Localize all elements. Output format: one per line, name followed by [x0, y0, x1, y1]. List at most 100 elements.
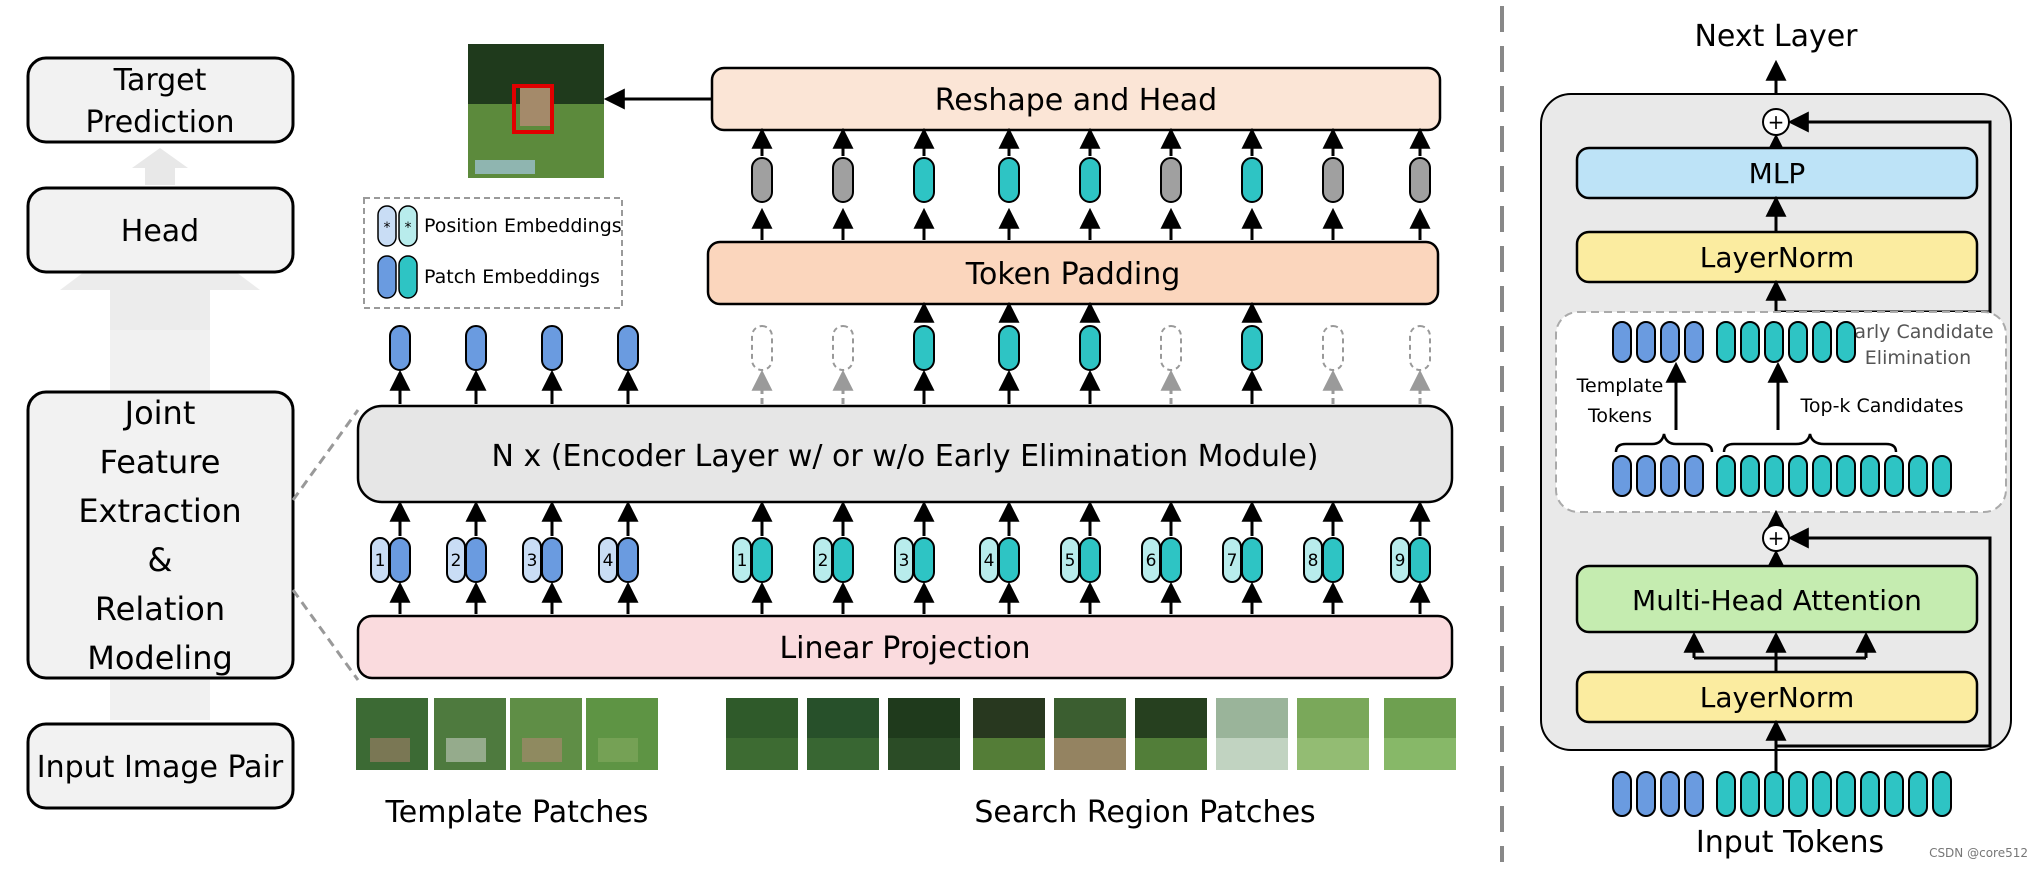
search-patch-embedding	[832, 537, 854, 583]
search-patch-detail	[1216, 738, 1288, 770]
padded-token	[751, 157, 773, 203]
candidate-token	[1788, 455, 1808, 497]
search-patch-embedding	[1160, 537, 1182, 583]
search-position-number: 3	[899, 551, 910, 571]
reshape-head-label: Reshape and Head	[935, 83, 1217, 118]
search-output-token	[998, 325, 1020, 371]
target-prediction-box	[26, 56, 295, 144]
reshape-head-box	[710, 66, 1442, 132]
candidate-brace	[1722, 433, 1898, 453]
search-output-token	[1079, 325, 1101, 371]
input-template-token	[1660, 771, 1680, 817]
left-pipeline: Target Prediction Head Joint Feature Ext…	[26, 56, 360, 810]
search-patch-detail	[1135, 738, 1207, 770]
search-position-number: 8	[1308, 551, 1319, 571]
search-patch-embedding	[1241, 537, 1263, 583]
candidate-token	[1908, 455, 1928, 497]
target-prediction-line-1: Target	[113, 63, 207, 98]
residual-add-bottom-symbol: +	[1768, 526, 1785, 550]
token-padding-label: Token Padding	[965, 257, 1181, 292]
restored-token	[1079, 157, 1101, 203]
input-search-token	[1836, 771, 1856, 817]
kept-template-token	[1660, 321, 1680, 363]
search-position-number: 1	[737, 551, 748, 571]
search-patch-embedding	[1322, 537, 1344, 583]
mhsa-label: Multi-Head Attention	[1632, 584, 1922, 617]
embedding-legend: * * Position Embeddings Patch Embeddings	[363, 197, 623, 309]
eliminated-token-placeholder	[751, 325, 773, 371]
layernorm-top-label: LayerNorm	[1700, 241, 1854, 274]
search-patch-detail	[888, 738, 960, 770]
template-token	[1660, 455, 1680, 497]
eliminated-token-placeholder	[1409, 325, 1431, 371]
residual-add-top-symbol: +	[1768, 110, 1785, 134]
input-search-token	[1788, 771, 1808, 817]
head-box	[26, 186, 295, 274]
joint-feature-line-2: Feature	[100, 443, 221, 481]
search-patch-embedding	[998, 537, 1020, 583]
template-position-number: 4	[603, 551, 614, 571]
detection-box-icon	[512, 84, 554, 134]
template-patch-embedding	[465, 537, 487, 583]
legend-patch-label: Patch Embeddings	[424, 266, 600, 288]
output-image	[468, 44, 604, 178]
eliminated-token-placeholder	[832, 325, 854, 371]
search-position-number: 7	[1227, 551, 1238, 571]
watermark: CSDN @core512	[1929, 846, 2028, 860]
joint-feature-line-4: &	[148, 541, 173, 579]
kept-template-token	[1612, 321, 1632, 363]
input-tokens-label: Input Tokens	[1696, 825, 1884, 860]
kept-template-token	[1636, 321, 1656, 363]
kept-candidate-token	[1812, 321, 1832, 363]
search-position-number: 4	[984, 551, 995, 571]
token-padding-box	[706, 240, 1440, 306]
search-patch-detail	[1297, 738, 1369, 770]
template-patch-strip	[356, 698, 658, 770]
input-search-token	[1860, 771, 1880, 817]
early-elimination-line-2: Elimination	[1865, 347, 1971, 369]
template-patch-detail	[370, 738, 410, 762]
joint-feature-line-6: Modeling	[87, 639, 233, 677]
joint-feature-box	[26, 390, 295, 680]
target-prediction-line-2: Prediction	[85, 105, 234, 140]
joint-feature-line-3: Extraction	[78, 492, 241, 530]
layernorm-bottom-label: LayerNorm	[1700, 681, 1854, 714]
input-search-token	[1812, 771, 1832, 817]
input-search-token	[1908, 771, 1928, 817]
small-flow-arrow	[132, 148, 188, 185]
template-tokens-line-1: Template	[1576, 375, 1664, 397]
eliminated-token-placeholder	[1160, 325, 1182, 371]
input-template-token	[1684, 771, 1704, 817]
search-patch-embedding	[1079, 537, 1101, 583]
search-output-token	[1241, 325, 1263, 371]
search-patch-detail	[726, 738, 798, 770]
encoder-layer-detail: Next Layer + MLP LayerNorm Early Candida…	[1540, 19, 2012, 860]
template-output-token	[389, 325, 411, 371]
candidate-token	[1740, 455, 1760, 497]
padded-token	[1160, 157, 1182, 203]
template-patch-detail	[522, 738, 562, 762]
padded-token	[1409, 157, 1431, 203]
candidate-token	[1764, 455, 1784, 497]
search-patch-detail	[1054, 738, 1126, 770]
template-token-column: 1 2 3 4	[370, 325, 639, 614]
search-patch-strip	[726, 698, 1456, 770]
search-patch-embedding	[913, 537, 935, 583]
search-position-number: 9	[1395, 551, 1406, 571]
search-output-token	[913, 325, 935, 371]
search-position-number: 5	[1065, 551, 1076, 571]
template-output-token	[541, 325, 563, 371]
head-label: Head	[121, 214, 199, 249]
template-position-number: 1	[375, 551, 386, 571]
encoder-label: N x (Encoder Layer w/ or w/o Early Elimi…	[492, 439, 1319, 474]
joint-feature-line-1: Joint	[123, 394, 196, 432]
kept-candidate-token	[1740, 321, 1760, 363]
early-elimination-line-1: Early Candidate	[1842, 321, 1993, 343]
template-position-number: 2	[451, 551, 462, 571]
input-search-token	[1740, 771, 1760, 817]
template-position-number: 3	[527, 551, 538, 571]
encoder-box	[356, 404, 1454, 504]
candidate-token	[1860, 455, 1880, 497]
template-patch-embedding	[541, 537, 563, 583]
